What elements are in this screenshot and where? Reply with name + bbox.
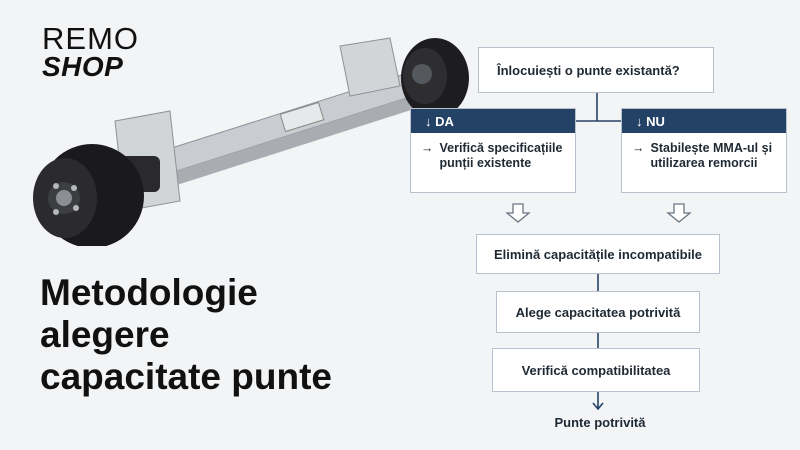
no-branch-text: Stabilește MMA-ul și utilizarea remorcii xyxy=(650,141,773,170)
step-choose: Alege capacitatea potrivită xyxy=(496,291,700,333)
right-arrow-icon: → xyxy=(421,141,434,155)
remo-shop-logo: REMO SHOP xyxy=(42,21,162,82)
page-title: Metodologie alegere capacitate punte xyxy=(40,272,420,398)
yes-branch-header: ↓ DA xyxy=(411,109,575,133)
yes-branch-text: Verifică specificațiile punții existente xyxy=(439,141,563,170)
title-line-3: capacitate punte xyxy=(40,356,332,397)
axle-illustration xyxy=(33,37,469,246)
logo-line-remo: REMO xyxy=(42,21,139,56)
title-line-1: Metodologie xyxy=(40,272,258,313)
yes-branch: ↓ DA → Verifică specificațiile punții ex… xyxy=(410,108,576,193)
no-branch: ↓ NU → Stabilește MMA-ul și utilizarea r… xyxy=(621,108,787,193)
title-line-2: alegere xyxy=(40,314,170,355)
no-branch-header: ↓ NU xyxy=(622,109,786,133)
question-box: Înlocuiești o punte existantă? xyxy=(478,47,714,93)
right-arrow-icon: → xyxy=(632,141,645,155)
logo-line-shop: SHOP xyxy=(42,51,124,82)
step-verify: Verifică compatibilitatea xyxy=(492,348,700,392)
step-eliminate: Elimină capacitățile incompatibile xyxy=(476,234,720,274)
result-label: Punte potrivită xyxy=(554,415,646,430)
